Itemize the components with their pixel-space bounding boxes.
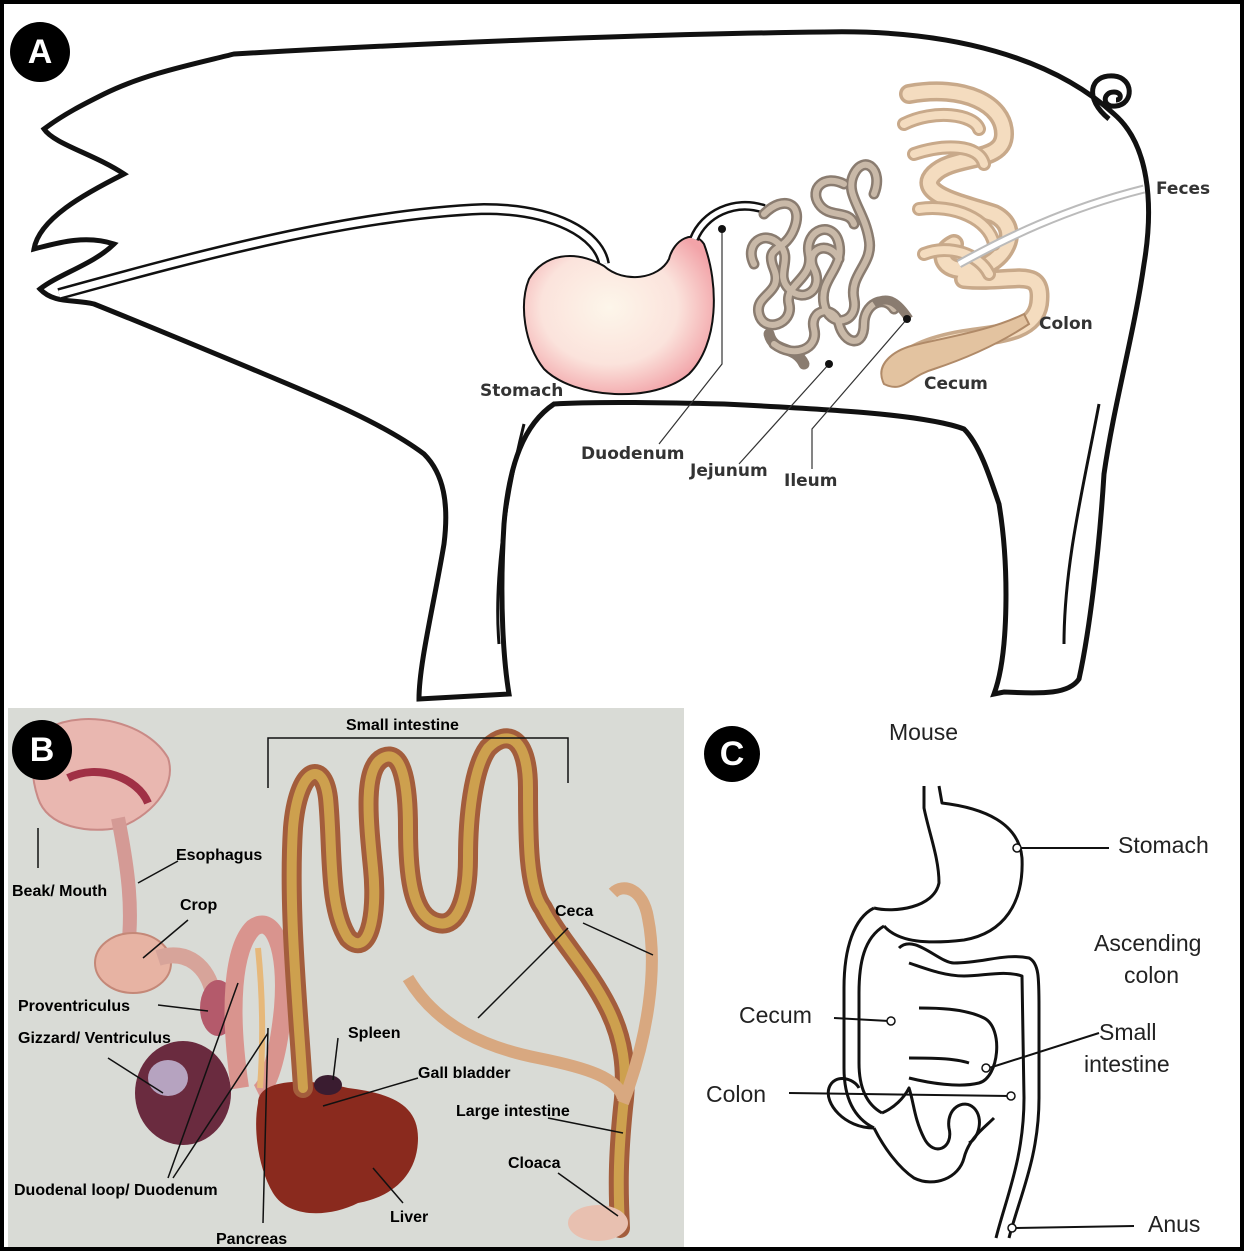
label-beak-mouth: Beak/ Mouth [12, 883, 107, 900]
mouse-title: Mouse [889, 719, 958, 745]
panel-a-pig-digestive-tract: Stomach Duodenum Jejunum Ileum Cecum Col… [4, 4, 1240, 704]
panel-b-chicken-digestive-tract: Small intestine Esophagus Beak/ Mouth Cr… [8, 708, 684, 1247]
label-small-intestine: Small intestine [346, 717, 459, 734]
label-crop: Crop [180, 897, 218, 914]
spleen-organ [314, 1075, 342, 1095]
label-ileum: Ileum [784, 471, 838, 491]
label-proventriculus: Proventriculus [18, 998, 130, 1015]
label-stomach: Stomach [480, 381, 563, 401]
label-ceca: Ceca [555, 903, 593, 920]
label-ascending-colon-line2: colon [1124, 962, 1179, 988]
gizzard-organ [135, 1041, 231, 1145]
mouse-diagram: Mouse [684, 708, 1240, 1247]
panel-a-badge: A [10, 22, 70, 82]
label-ascending-colon-line1: Ascending [1094, 930, 1201, 956]
label-cecum-c: Cecum [739, 1002, 812, 1028]
leader-lines-c [789, 848, 1134, 1228]
label-duodenal-loop: Duodenal loop/ Duodenum [14, 1182, 218, 1199]
duodenum-marker [718, 225, 726, 233]
label-colon-c: Colon [706, 1081, 766, 1107]
jejunum-marker [825, 360, 833, 368]
label-gall-bladder: Gall bladder [418, 1065, 510, 1082]
mouse-gi-outline [828, 786, 1039, 1238]
cloaca-organ [568, 1205, 628, 1241]
label-duodenum: Duodenum [581, 444, 685, 464]
panel-c-mouse-digestive-tract: Mouse [684, 708, 1240, 1247]
label-stomach-c: Stomach [1118, 832, 1209, 858]
crop-organ [95, 933, 171, 993]
label-liver: Liver [390, 1209, 428, 1226]
pancreas-organ [258, 948, 262, 1088]
label-spleen: Spleen [348, 1025, 400, 1042]
label-gizzard: Gizzard/ Ventriculus [18, 1030, 171, 1047]
label-cloaca: Cloaca [508, 1155, 561, 1172]
label-small-intestine-line2: intestine [1084, 1051, 1170, 1077]
label-anus: Anus [1148, 1211, 1200, 1237]
ileum-marker [903, 315, 911, 323]
chicken-photo-illustration: Small intestine Esophagus Beak/ Mouth Cr… [8, 708, 684, 1247]
panel-c-badge: C [704, 726, 760, 782]
label-cecum: Cecum [924, 374, 988, 394]
label-large-intestine: Large intestine [456, 1103, 570, 1120]
panel-b-badge: B [12, 720, 72, 780]
label-pancreas: Pancreas [216, 1231, 287, 1247]
label-feces: Feces [1156, 179, 1210, 199]
label-esophagus: Esophagus [176, 847, 262, 864]
label-jejunum: Jejunum [689, 461, 768, 481]
label-colon: Colon [1039, 314, 1093, 334]
pig-diagram: Stomach Duodenum Jejunum Ileum Cecum Col… [4, 4, 1240, 704]
esophagus-organ [118, 818, 130, 948]
label-small-intestine-line1: Small [1099, 1019, 1157, 1045]
